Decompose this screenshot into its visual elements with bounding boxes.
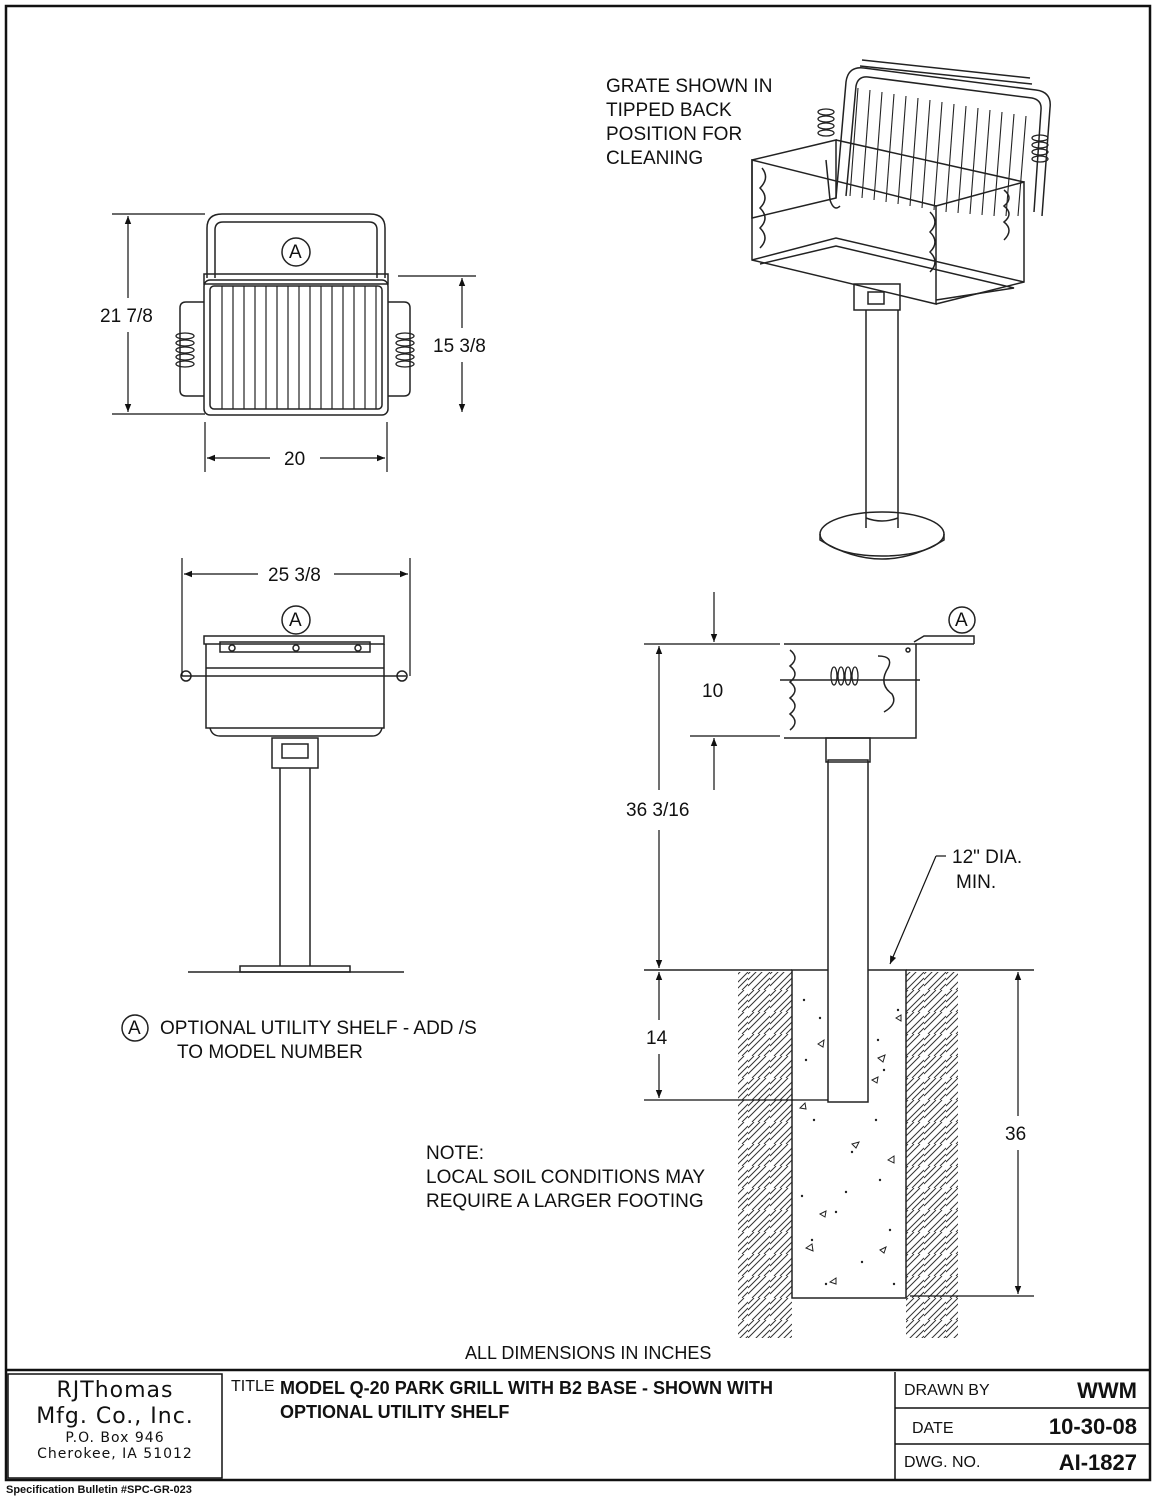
plan-dimension-lines	[112, 213, 476, 472]
dim-post-embed: 14	[646, 1028, 668, 1049]
shelf-marker-elevation: A	[289, 610, 302, 631]
drawing-title-line-1: MODEL Q-20 PARK GRILL WITH B2 BASE - SHO…	[280, 1378, 774, 1398]
all-dimensions-note: ALL DIMENSIONS IN INCHES	[465, 1343, 712, 1363]
side-section-view	[644, 606, 1034, 1338]
elevation-dimension-lines	[181, 558, 411, 676]
shelf-legend-marker	[121, 1014, 149, 1042]
company-address-line-1: P.O. Box 946	[65, 1430, 165, 1446]
date-value: 10-30-08	[1048, 1414, 1137, 1439]
drawing-title-line-2: OPTIONAL UTILITY SHELF	[280, 1402, 510, 1422]
soil-note-line-1: NOTE:	[426, 1143, 485, 1164]
date-label: DATE	[912, 1420, 954, 1437]
plan-view	[175, 213, 415, 416]
shelf-marker-plan: A	[289, 242, 302, 263]
drawn-by-value: WWM	[1077, 1378, 1137, 1403]
grate-note-line-2: TIPPED BACK	[606, 100, 732, 121]
dim-box-height: 10	[702, 681, 724, 702]
side-dimension-lines	[644, 592, 1034, 1297]
dim-shelf-width: 25 3/8	[268, 565, 321, 586]
dim-grill-height: 21 7/8	[100, 306, 153, 327]
drawn-by-label: DRAWN BY	[904, 1382, 990, 1399]
sheet-border	[4, 4, 1152, 1482]
dim-footing-depth: 36	[1005, 1124, 1027, 1145]
company-address-line-2: Cherokee, IA 51012	[37, 1446, 193, 1462]
company-name-line-1: RJThomas	[56, 1378, 174, 1403]
soil-note-line-3: REQUIRE A LARGER FOOTING	[426, 1191, 704, 1212]
spec-bulletin-footer: Specification Bulletin #SPC-GR-023	[6, 1484, 192, 1496]
grate-note-line-1: GRATE SHOWN IN	[606, 76, 773, 97]
title-label: TITLE	[231, 1378, 275, 1395]
company-name-line-2: Mfg. Co., Inc.	[36, 1404, 194, 1429]
concrete-aggregate	[798, 1014, 902, 1285]
dim-grate-depth: 15 3/8	[433, 336, 486, 357]
shelf-marker-section: A	[955, 610, 968, 631]
isometric-view	[751, 59, 1051, 560]
dim-grill-width: 20	[284, 449, 306, 470]
grate-note-line-3: POSITION FOR	[606, 124, 743, 145]
shelf-legend-letter: A	[128, 1018, 141, 1039]
grate-note-line-4: CLEANING	[606, 148, 704, 169]
footing-dia-line-2: MIN.	[956, 872, 997, 893]
shelf-legend-line-1: OPTIONAL UTILITY SHELF - ADD /S	[160, 1018, 477, 1039]
dwg-no-label: DWG. NO.	[904, 1454, 981, 1471]
title-block-lines	[6, 1368, 1150, 1480]
soil-note-line-2: LOCAL SOIL CONDITIONS MAY	[426, 1167, 706, 1188]
dim-above-grade: 36 3/16	[626, 800, 690, 821]
dwg-no-value: AI-1827	[1058, 1450, 1137, 1475]
company-logo: RJThomas Mfg. Co., Inc. P.O. Box 946 Che…	[10, 1378, 220, 1462]
concrete-fill	[800, 998, 900, 1286]
footing-dia-line-1: 12" DIA.	[952, 847, 1023, 868]
shelf-legend-line-2: TO MODEL NUMBER	[177, 1042, 363, 1063]
front-elevation	[180, 605, 408, 973]
